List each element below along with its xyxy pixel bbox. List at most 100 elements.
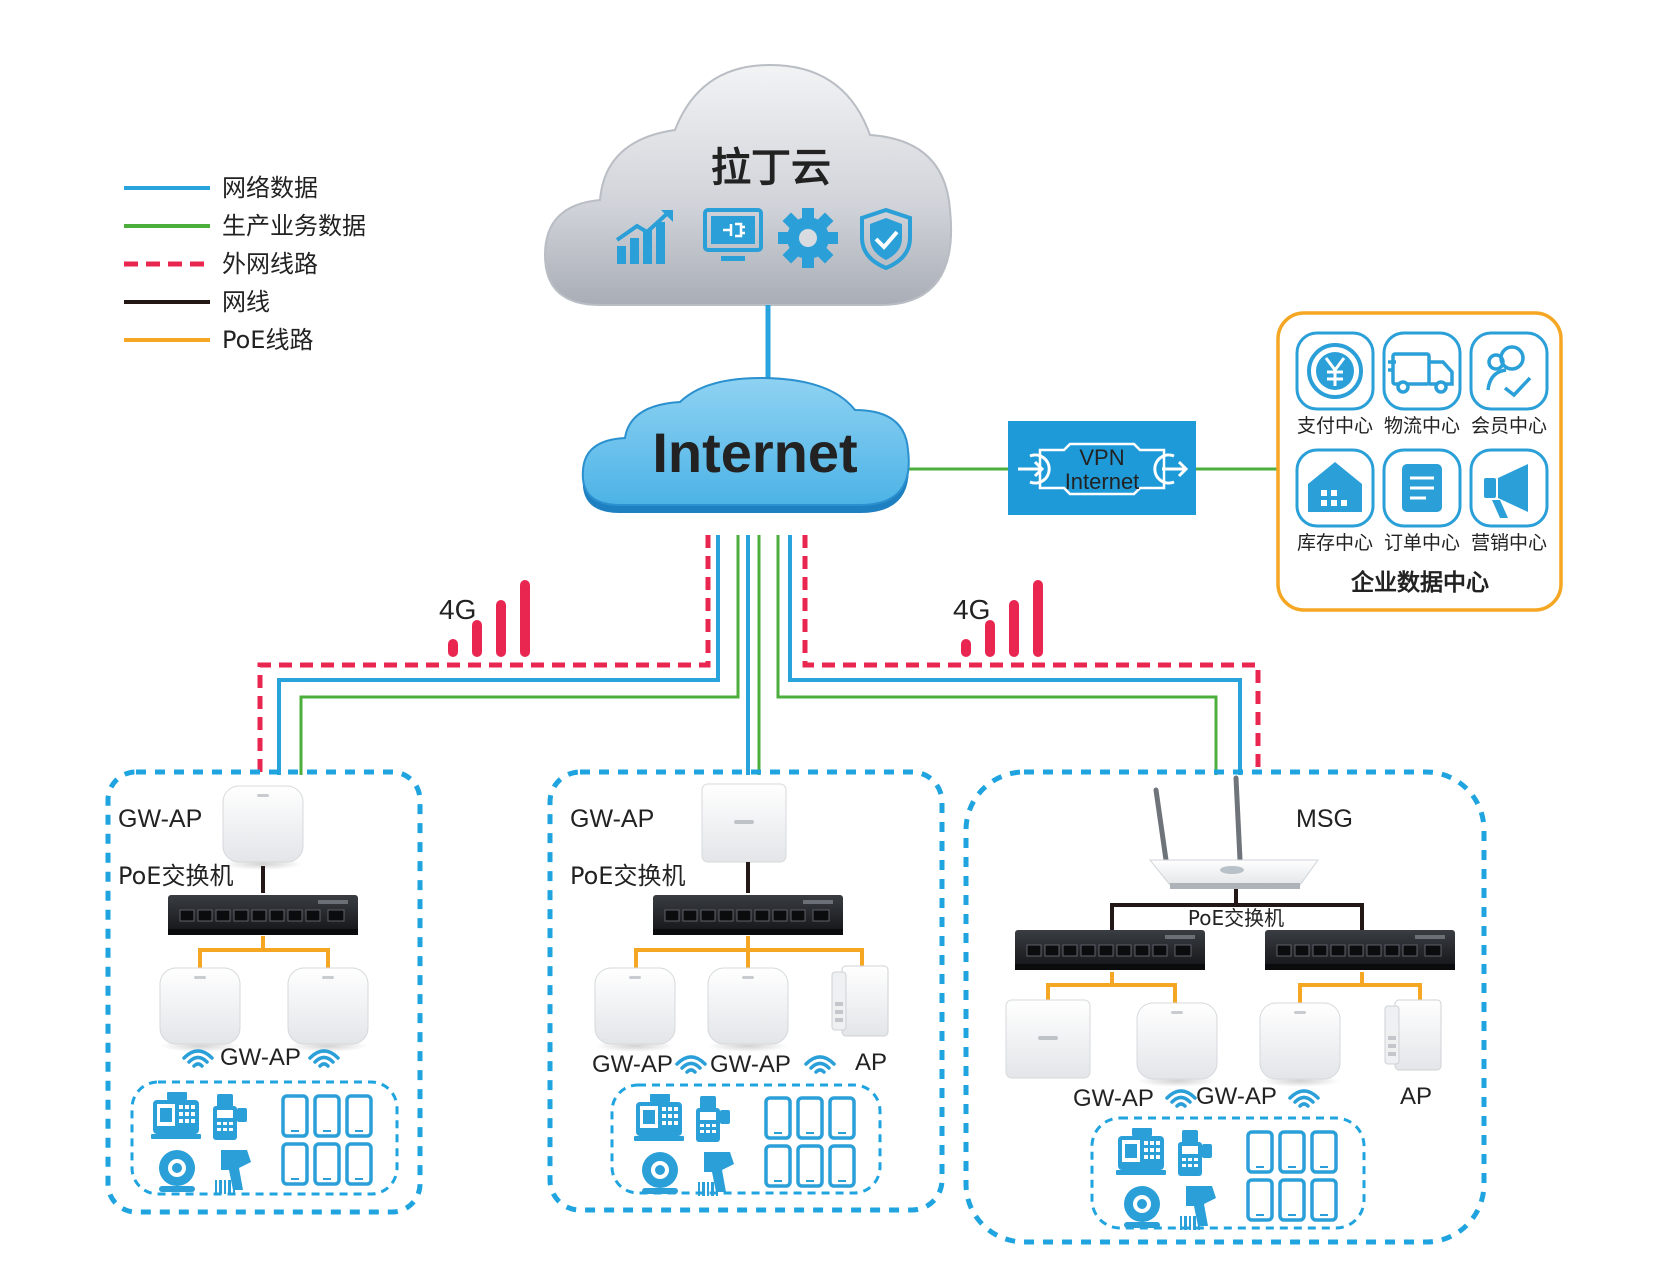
site-a-poe-lines xyxy=(198,936,330,970)
datacenter-tile-logistics xyxy=(1382,331,1462,411)
vpn-subtitle: Internet xyxy=(1065,469,1140,494)
site-c-ap-label-3: AP xyxy=(1400,1083,1432,1110)
internet-cloud: Internet xyxy=(581,376,910,513)
site-b-terminal-zone xyxy=(610,1083,882,1195)
site-a-ap-right xyxy=(287,967,369,1053)
order-icon xyxy=(1402,464,1442,512)
datacenter-tile-payment xyxy=(1295,331,1375,411)
site-c-wifi-1-icon xyxy=(1165,1089,1197,1108)
site-c-switch-label: PoE交换机 xyxy=(1188,906,1284,930)
site-b-gateway-device xyxy=(701,783,787,863)
site-a: GW-AP PoE交换机 GW-AP xyxy=(105,769,423,1215)
enterprise-datacenter: 支付中心 物流中心 会员中心 xyxy=(1276,311,1563,612)
site-b-gateway-label: GW-AP xyxy=(570,805,654,833)
site-c-gateway-label: MSG xyxy=(1296,805,1353,833)
site-c-poe-lines-left xyxy=(1046,972,1177,1003)
datacenter-label-member: 会员中心 xyxy=(1471,415,1547,437)
datacenter-tile-member xyxy=(1469,331,1549,411)
site-a-ap-label: GW-AP xyxy=(220,1044,301,1071)
vpn-title: VPN xyxy=(1079,445,1124,470)
datacenter-label-payment: 支付中心 xyxy=(1297,415,1373,437)
site-c-wifi-2-icon xyxy=(1288,1089,1320,1108)
signal-left-label: 4G xyxy=(439,594,476,625)
site-a-wifi-right-icon xyxy=(308,1049,340,1068)
site-b-switch-device xyxy=(652,894,844,936)
datacenter-label-logistics: 物流中心 xyxy=(1384,415,1460,437)
right-network-line xyxy=(788,535,1242,775)
site-c: MSG PoE交换机 GW-AP GW-AP AP xyxy=(963,769,1487,1245)
legend-label-network: 网络数据 xyxy=(222,174,318,202)
truck-icon xyxy=(1388,352,1454,394)
site-b-ap-1 xyxy=(594,967,676,1053)
site-a-gateway-label: GW-AP xyxy=(118,805,202,833)
site-c-ap-flat xyxy=(1005,999,1091,1079)
site-c-terminals xyxy=(1116,1128,1336,1230)
site-b-poe-lines xyxy=(634,936,864,970)
site-b-switch-label: PoE交换机 xyxy=(570,862,685,890)
monitor-plug-icon xyxy=(703,208,763,261)
site-a-gateway-device xyxy=(222,785,304,871)
site-a-terminal-zone xyxy=(130,1080,399,1196)
vpn-exit-icon xyxy=(1153,453,1189,485)
site-c-msg-router xyxy=(1148,775,1319,889)
site-b-ap-outdoor xyxy=(831,965,889,1037)
site-a-ap-left xyxy=(159,967,241,1053)
site-b-ap-label-2: GW-AP xyxy=(710,1051,791,1078)
right-external-line xyxy=(802,535,1261,775)
datacenter-tile-inventory xyxy=(1295,448,1375,528)
site-c-switch-left xyxy=(1014,929,1206,971)
site-a-switch-device xyxy=(167,894,359,936)
internet-label: Internet xyxy=(652,421,857,484)
datacenter-title: 企业数据中心 xyxy=(1350,569,1489,596)
datacenter-tile-marketing xyxy=(1469,448,1549,528)
yuan-icon xyxy=(1307,343,1363,399)
site-b-wifi-2-icon xyxy=(804,1055,836,1074)
signal-left: 4G xyxy=(439,580,530,657)
site-a-switch-label: PoE交换机 xyxy=(118,862,233,890)
legend: 网络数据 生产业务数据 外网线路 网线 PoE线路 xyxy=(124,174,366,354)
legend-label-poe: PoE线路 xyxy=(222,326,313,354)
signal-right: 4G xyxy=(953,580,1043,657)
signal-bars-left-icon xyxy=(448,580,530,657)
site-b-wifi-1-icon xyxy=(675,1055,707,1074)
site-c-terminal-zone xyxy=(1090,1116,1366,1230)
legend-label-external: 外网线路 xyxy=(222,250,318,278)
site-b-ap-label-3: AP xyxy=(855,1049,887,1076)
site-c-ap-1 xyxy=(1136,1002,1218,1088)
signal-bars-right-icon xyxy=(961,580,1043,657)
vpn-box: VPN Internet xyxy=(1008,421,1196,515)
member-icon xyxy=(1486,345,1532,398)
signal-right-label: 4G xyxy=(953,594,990,625)
datacenter-tile-order xyxy=(1382,448,1462,528)
warehouse-icon xyxy=(1308,462,1362,512)
left-business-line xyxy=(299,535,740,775)
site-a-wifi-left-icon xyxy=(182,1049,214,1068)
site-c-poe-lines-right xyxy=(1298,972,1422,1003)
chart-growth-icon xyxy=(615,210,673,264)
site-b-ap-label-1: GW-AP xyxy=(592,1051,673,1078)
megaphone-icon xyxy=(1484,464,1528,518)
site-c-switch-right xyxy=(1264,929,1456,971)
left-network-line xyxy=(277,535,720,775)
vpn-enter-icon xyxy=(1018,453,1051,485)
datacenter-label-marketing: 营销中心 xyxy=(1471,532,1547,554)
lading-cloud: 拉丁云 xyxy=(543,63,953,306)
legend-label-cable: 网线 xyxy=(222,288,270,316)
site-b-ap-2 xyxy=(707,967,789,1053)
legend-label-business: 生产业务数据 xyxy=(222,212,366,240)
site-c-ap-2 xyxy=(1259,1002,1341,1088)
site-c-ap-label-1: GW-AP xyxy=(1073,1085,1154,1112)
datacenter-label-order: 订单中心 xyxy=(1384,532,1460,554)
site-b: GW-AP PoE交换机 GW-AP GW-AP AP xyxy=(547,769,945,1213)
site-c-ap-outdoor xyxy=(1384,999,1442,1071)
cloud-title: 拉丁云 xyxy=(711,145,831,191)
datacenter-label-inventory: 库存中心 xyxy=(1297,532,1373,554)
right-business-line xyxy=(776,535,1218,775)
shield-check-icon xyxy=(860,207,912,271)
site-c-ap-label-2: GW-AP xyxy=(1196,1083,1277,1110)
site-a-terminals xyxy=(151,1092,371,1194)
uplink-lines xyxy=(257,467,1287,775)
site-b-terminals xyxy=(634,1094,854,1196)
gear-icon xyxy=(778,208,838,268)
